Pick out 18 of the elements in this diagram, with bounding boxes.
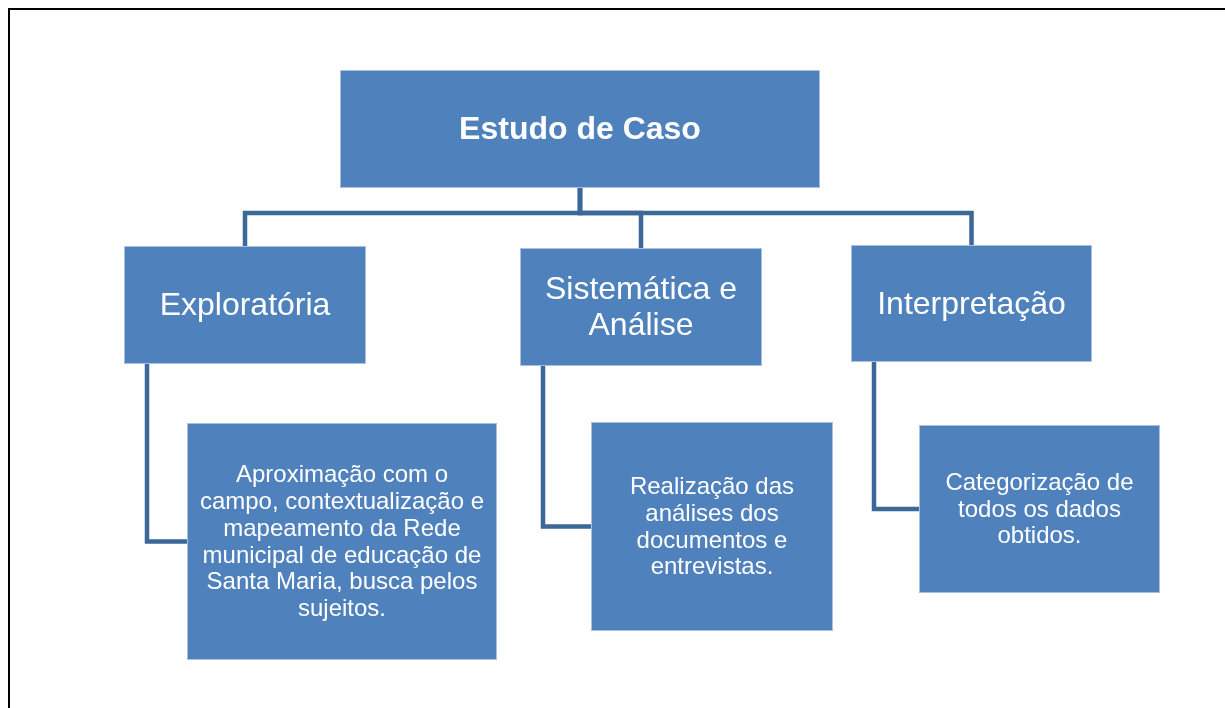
node-text: Exploratória xyxy=(159,287,331,323)
connector-line xyxy=(577,188,974,245)
description-box xyxy=(187,423,497,660)
node-text: Categorização de todos os dados obtidos. xyxy=(944,468,1135,550)
node-text: Estudo de Caso xyxy=(459,111,701,147)
phase-box xyxy=(124,246,366,364)
description-box xyxy=(919,425,1160,593)
phase-box xyxy=(851,245,1092,362)
connector-line xyxy=(144,364,187,544)
connector-line xyxy=(871,362,919,512)
node-text: Aproximação com o campo, contextualização e mapeamento da Rede municipal de educação de Santa Maria, busca pelos sujeitos. xyxy=(198,460,486,623)
connector-line xyxy=(540,366,591,529)
title-box xyxy=(340,70,820,188)
description-box xyxy=(591,422,833,631)
node-text: Realização das análises dos documentos e entrevistas. xyxy=(628,472,796,581)
node-text: Interpretação xyxy=(877,285,1066,322)
phase-box xyxy=(520,248,762,366)
node-text: Sistemática e Análise xyxy=(543,271,739,343)
